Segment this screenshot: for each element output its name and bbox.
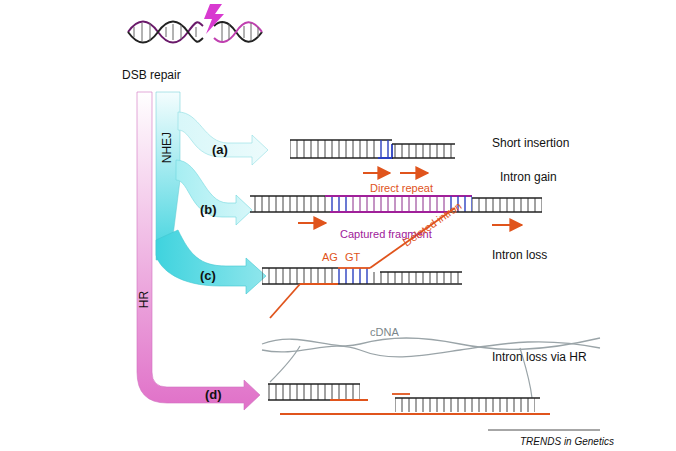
annotation: Direct repeat	[370, 182, 433, 194]
panel-title: Short insertion	[492, 137, 569, 150]
splice-site: AG	[322, 251, 338, 263]
dna-short-insertion	[290, 140, 455, 173]
lightning-bolt	[204, 4, 224, 34]
credit: TRENDS in Genetics	[520, 436, 614, 447]
nhej-pathway-arrow	[156, 92, 268, 294]
dna-intron-gain	[250, 196, 542, 225]
annotation: cDNA	[370, 326, 399, 338]
panel-letter: (c)	[200, 269, 216, 283]
panel-title: Intron gain	[500, 171, 557, 184]
pathway-heading: DSB repair	[122, 69, 181, 82]
panel-title: Intron loss	[492, 249, 547, 262]
pathway-name: HR	[138, 291, 151, 308]
pathway-name: NHEJ	[161, 132, 174, 163]
panel-title: Intron loss via HR	[492, 351, 587, 364]
dna-hr-cdna	[262, 338, 600, 414]
panel-letter: (a)	[212, 143, 228, 157]
splice-site: GT	[345, 251, 360, 263]
dna-helix	[128, 4, 262, 43]
credit-rule	[488, 430, 600, 431]
panel-letter: (d)	[205, 388, 222, 402]
panel-letter: (b)	[200, 203, 217, 217]
